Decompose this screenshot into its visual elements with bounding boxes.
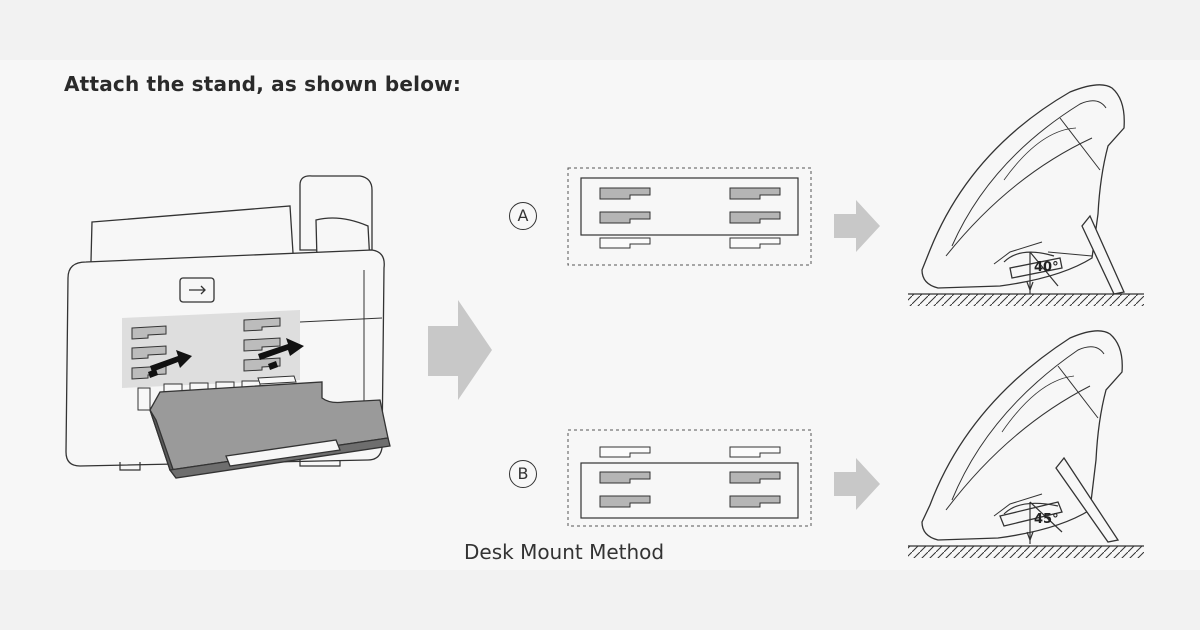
slot — [729, 495, 781, 508]
slot — [599, 471, 651, 484]
diagram-caption: Desk Mount Method — [464, 540, 665, 564]
angle-arc-40 — [1003, 251, 1059, 294]
phone-feet — [119, 460, 341, 471]
slot-box-outline — [567, 167, 812, 266]
insert-arrows — [148, 338, 304, 378]
slot-box-outline — [567, 429, 812, 527]
desk-hatching — [908, 546, 1144, 558]
slot — [599, 187, 651, 200]
option-b-label: B — [509, 460, 537, 488]
phone-back-panel — [122, 310, 304, 411]
slot-empty — [729, 446, 781, 458]
back-slot — [243, 317, 281, 332]
angle-arc-45 — [1003, 501, 1063, 544]
phone-side-view-45 — [921, 330, 1123, 543]
back-slot — [131, 345, 167, 360]
back-slot — [131, 325, 167, 340]
slot-empty — [599, 237, 651, 249]
back-slot — [243, 337, 281, 352]
slot-diagram-a — [567, 167, 812, 266]
instruction-heading: Attach the stand, as shown below: — [64, 72, 462, 96]
option-a-label: A — [509, 202, 537, 230]
slot — [729, 211, 781, 224]
slot — [599, 211, 651, 224]
slot — [729, 471, 781, 484]
slot — [599, 495, 651, 508]
arrow-a — [834, 200, 880, 252]
angle-label-45: 45° — [1034, 512, 1059, 527]
angle-label-40: 40° — [1034, 260, 1059, 275]
big-next-arrow — [428, 300, 492, 400]
arrow-b — [834, 458, 880, 510]
phone-side-view-40 — [921, 84, 1125, 295]
slot — [729, 187, 781, 200]
selected-slot-group — [580, 177, 799, 236]
slot-empty — [729, 237, 781, 249]
slot-diagram-b — [567, 429, 812, 527]
back-slot — [243, 357, 281, 372]
slot-empty — [599, 446, 651, 458]
selected-slot-group — [580, 462, 799, 519]
desk-hatching — [908, 294, 1144, 306]
stand-plate — [149, 375, 391, 479]
